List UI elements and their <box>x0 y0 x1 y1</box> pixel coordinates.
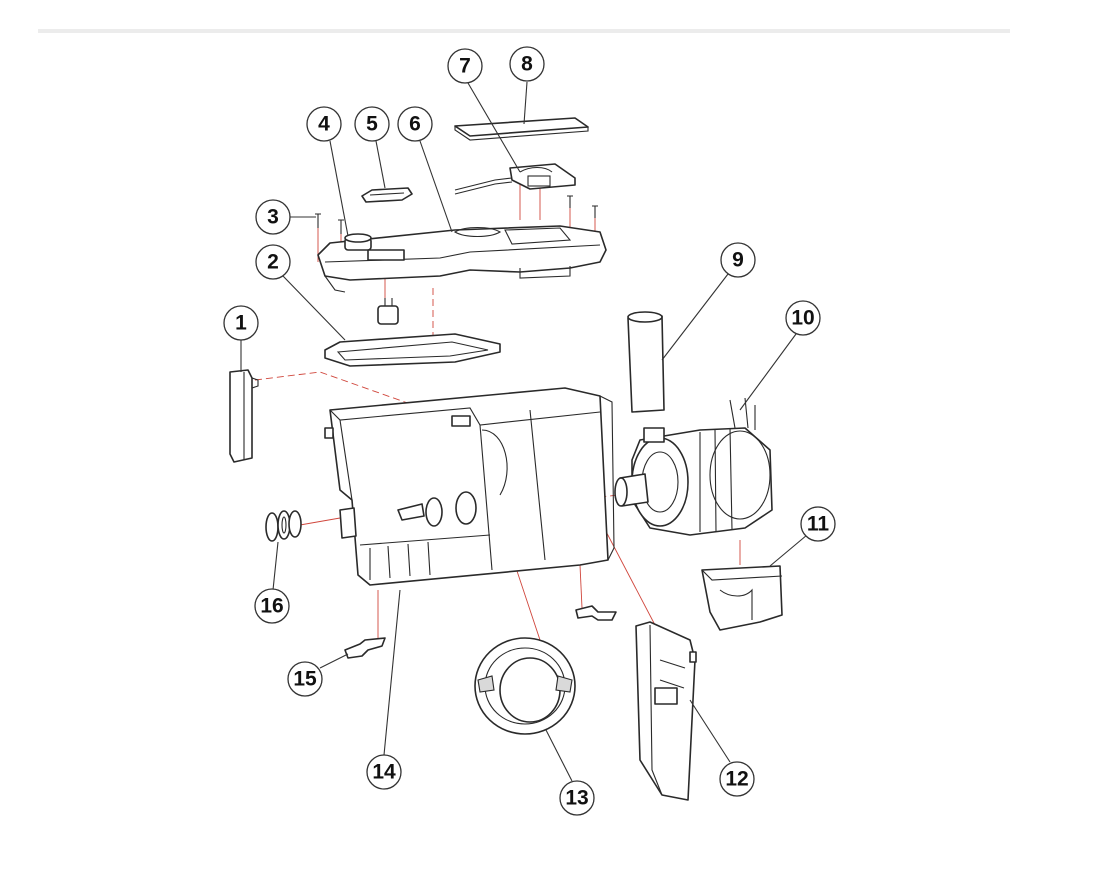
svg-text:4: 4 <box>318 113 330 136</box>
svg-text:13: 13 <box>565 787 588 810</box>
callout-9: 9 <box>720 242 756 278</box>
svg-text:9: 9 <box>732 249 744 272</box>
callout-12: 12 <box>719 761 755 797</box>
callout-6: 6 <box>397 106 433 142</box>
svg-text:14: 14 <box>372 761 396 784</box>
part-6-lid <box>317 225 607 293</box>
callout-5: 5 <box>354 106 390 142</box>
callout-1: 1 <box>223 305 259 341</box>
svg-text:7: 7 <box>459 55 471 78</box>
svg-text:10: 10 <box>791 307 814 330</box>
svg-text:15: 15 <box>293 668 317 691</box>
svg-text:12: 12 <box>725 768 748 791</box>
callout-15: 15 <box>287 661 323 697</box>
part-14-tank <box>324 387 615 586</box>
svg-text:16: 16 <box>260 595 283 618</box>
callout-2: 2 <box>255 244 291 280</box>
svg-text:2: 2 <box>267 251 279 274</box>
part-13-flange-ring <box>474 637 576 735</box>
callout-16: 16 <box>254 588 290 624</box>
part-9-filter-tube <box>627 311 665 413</box>
part-2-main-gasket <box>324 333 501 367</box>
part-12-side-panel <box>635 621 697 801</box>
callout-13: 13 <box>559 780 595 816</box>
callout-bubbles: 1 2 3 4 5 6 7 8 9 10 11 12 13 14 15 16 <box>223 46 836 816</box>
svg-text:8: 8 <box>521 53 533 76</box>
leader-lines <box>240 81 808 782</box>
callout-4: 4 <box>306 106 342 142</box>
tank-foot-bracket <box>575 605 617 621</box>
part-5-small-gasket <box>361 187 413 203</box>
svg-text:1: 1 <box>235 312 247 335</box>
callout-8: 8 <box>509 46 545 82</box>
svg-text:5: 5 <box>366 113 378 136</box>
callout-3: 3 <box>255 199 291 235</box>
callout-7: 7 <box>447 48 483 84</box>
part-15-bracket <box>344 637 386 659</box>
callout-10: 10 <box>785 300 821 336</box>
svg-text:3: 3 <box>267 206 279 229</box>
svg-text:6: 6 <box>409 113 421 136</box>
part-1-handle <box>229 369 259 463</box>
part-11-cover <box>701 565 783 631</box>
callout-14: 14 <box>366 754 402 790</box>
svg-text:11: 11 <box>807 513 830 536</box>
part-8-cover-plate <box>454 117 589 141</box>
part-10-motor-pump <box>614 397 773 536</box>
callout-11: 11 <box>800 506 836 542</box>
part-3-screws <box>315 195 598 234</box>
top-divider-bar <box>38 29 1010 33</box>
part-16-check-valve <box>265 510 302 542</box>
lid-plug <box>377 298 399 325</box>
part-7-float-switch <box>454 163 576 195</box>
